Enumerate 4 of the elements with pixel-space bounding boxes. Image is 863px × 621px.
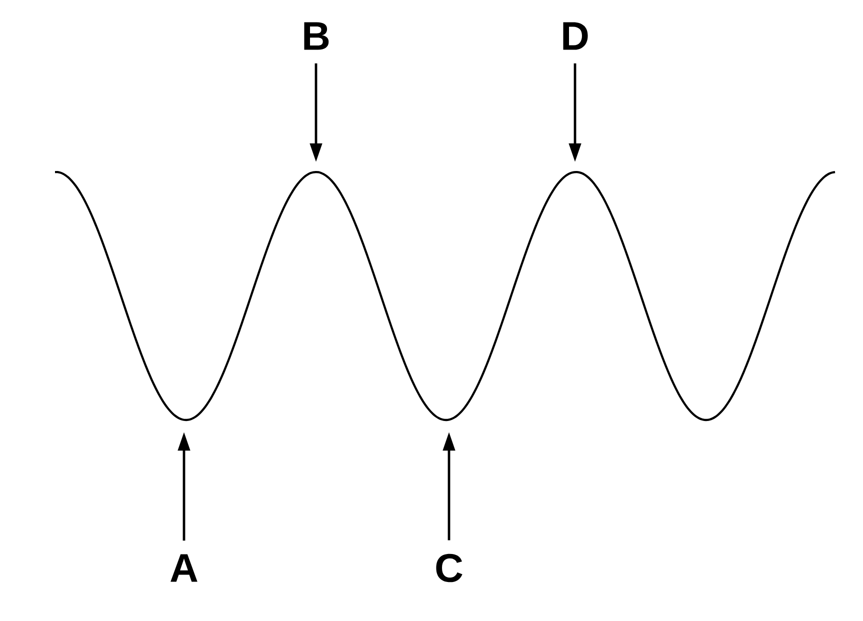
letter-label: C — [436, 554, 462, 582]
letter-label: A — [170, 554, 198, 582]
letter-label: D — [563, 22, 588, 50]
letter-label: B — [304, 22, 329, 50]
